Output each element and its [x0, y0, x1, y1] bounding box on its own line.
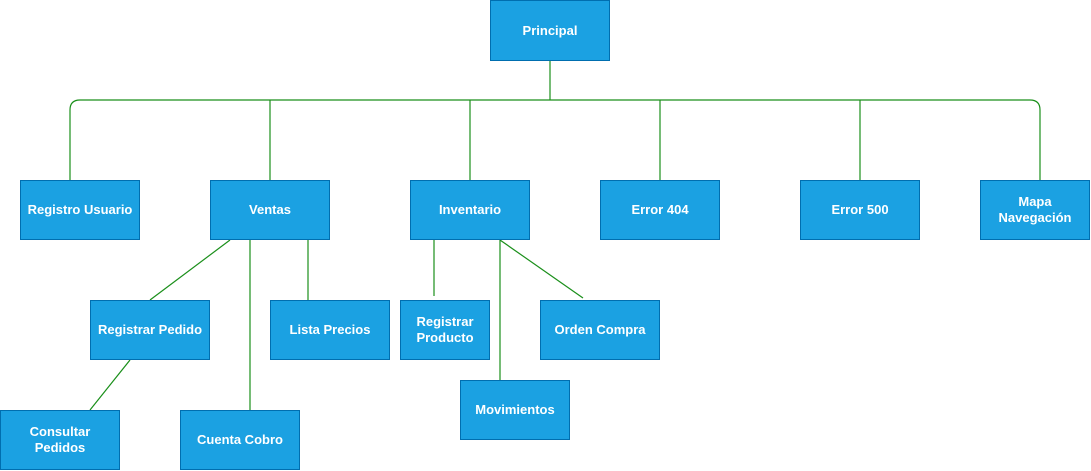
node-error-404-label: Error 404	[631, 202, 689, 217]
node-registrar-pedido: Registrar Pedido	[90, 300, 210, 360]
node-cuenta-cobro: Cuenta Cobro	[180, 410, 300, 470]
node-error-500: Error 500	[800, 180, 920, 240]
node-orden-compra: Orden Compra	[540, 300, 660, 360]
node-movimientos-label: Movimientos	[475, 402, 555, 417]
node-principal-label: Principal	[522, 22, 578, 38]
node-inventario-label: Inventario	[438, 202, 502, 217]
edge-inventario-orden-compra	[499, 239, 584, 299]
node-consultar-pedidos-label: Consultar Pedidos	[29, 424, 91, 455]
edge-bus-registro-usuario	[69, 99, 550, 180]
node-registrar-producto: Registrar Producto	[400, 300, 490, 360]
node-error-500-label: Error 500	[831, 202, 889, 217]
node-registrar-producto-label: Registrar Producto	[416, 314, 474, 345]
node-registro-usuario: Registro Usuario	[20, 180, 140, 240]
node-consultar-pedidos: Consultar Pedidos	[0, 410, 120, 470]
node-movimientos: Movimientos	[460, 380, 570, 440]
node-registrar-pedido-label: Registrar Pedido	[97, 322, 203, 337]
node-lista-precios: Lista Precios	[270, 300, 390, 360]
node-inventario: Inventario	[410, 180, 530, 240]
node-ventas-label: Ventas	[249, 202, 291, 217]
node-mapa-navegacion-label: Mapa Navegación	[998, 194, 1072, 225]
edge-bus-mapa-navegacion	[550, 99, 1041, 180]
node-lista-precios-label: Lista Precios	[289, 322, 371, 337]
node-error-404: Error 404	[600, 180, 720, 240]
node-mapa-navegacion: Mapa Navegación	[980, 180, 1090, 240]
node-principal: Principal	[490, 0, 610, 61]
node-cuenta-cobro-label: Cuenta Cobro	[197, 432, 283, 447]
edge-ventas-registrar-pedido	[149, 239, 231, 301]
node-ventas: Ventas	[210, 180, 330, 240]
node-registro-usuario-label: Registro Usuario	[27, 202, 133, 217]
node-orden-compra-label: Orden Compra	[554, 322, 646, 337]
edge-registrar-pedido-consultar-pedidos	[89, 359, 131, 411]
